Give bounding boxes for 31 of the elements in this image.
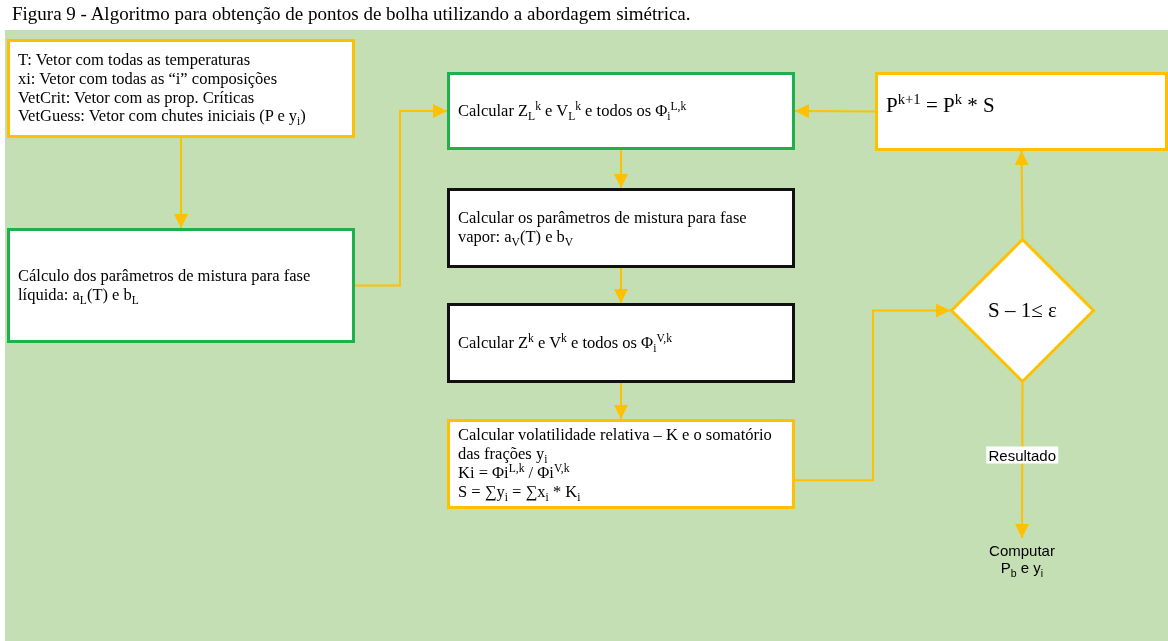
process-box xyxy=(7,39,355,138)
step-text: Ki = Φi$^{L,k}$ / Φi$^{V,k}$ xyxy=(458,464,571,483)
arrow xyxy=(614,149,628,189)
condition-text: S – 1≤ ε xyxy=(988,298,1057,323)
step-text: VetGuess: Vetor com chutes iniciais (P e y$_{i}$) xyxy=(18,107,307,127)
process-box xyxy=(447,72,795,150)
process-box xyxy=(447,419,795,509)
step-text: Cálculo dos parâmetros de mistura para fase líquida: a$_{L}$(T) e b$_{L}$ xyxy=(18,266,312,305)
arrow xyxy=(1015,382,1030,539)
arrow xyxy=(174,137,188,229)
step-text: Calcular os parâmetros de mistura para fase vapor: a$_{V}$(T) e b$_{V}$ xyxy=(458,209,748,247)
arrow xyxy=(354,104,448,287)
step-text: S = ∑y$_{i}$ = ∑x$_{i}$ * K$_{i}$ xyxy=(458,482,582,502)
step-text: xi: Vetor com todas as “i” composições xyxy=(18,69,279,89)
edge-label: Resultado xyxy=(986,446,1058,463)
step-text: Computar P$_{b}$ e y$_{i}$ xyxy=(988,542,1056,577)
process-box xyxy=(7,228,355,343)
arrow xyxy=(794,303,951,482)
step-text: Calcular volatilidade relativa – K e o somatório das frações y$_{i}$ xyxy=(458,426,773,464)
figure-title: Figura 9 - Algoritmo para obtenção de pontos de bolha utilizando a abordagem simétrica. xyxy=(12,3,691,25)
process-box xyxy=(447,303,795,383)
arrow xyxy=(614,267,628,304)
arrow xyxy=(794,104,876,119)
step-text: T: Vetor com todas as temperaturas xyxy=(18,50,252,70)
decision-diamond xyxy=(950,238,1095,383)
process-box xyxy=(875,72,1168,151)
step-text: VetCrit: Vetor com as prop. Críticas xyxy=(18,88,255,108)
arrow xyxy=(1014,150,1029,239)
process-box xyxy=(447,188,795,268)
arrow xyxy=(614,382,628,420)
step-text: P$^{k+1}$ = P$^{k}$ * S xyxy=(886,93,996,118)
